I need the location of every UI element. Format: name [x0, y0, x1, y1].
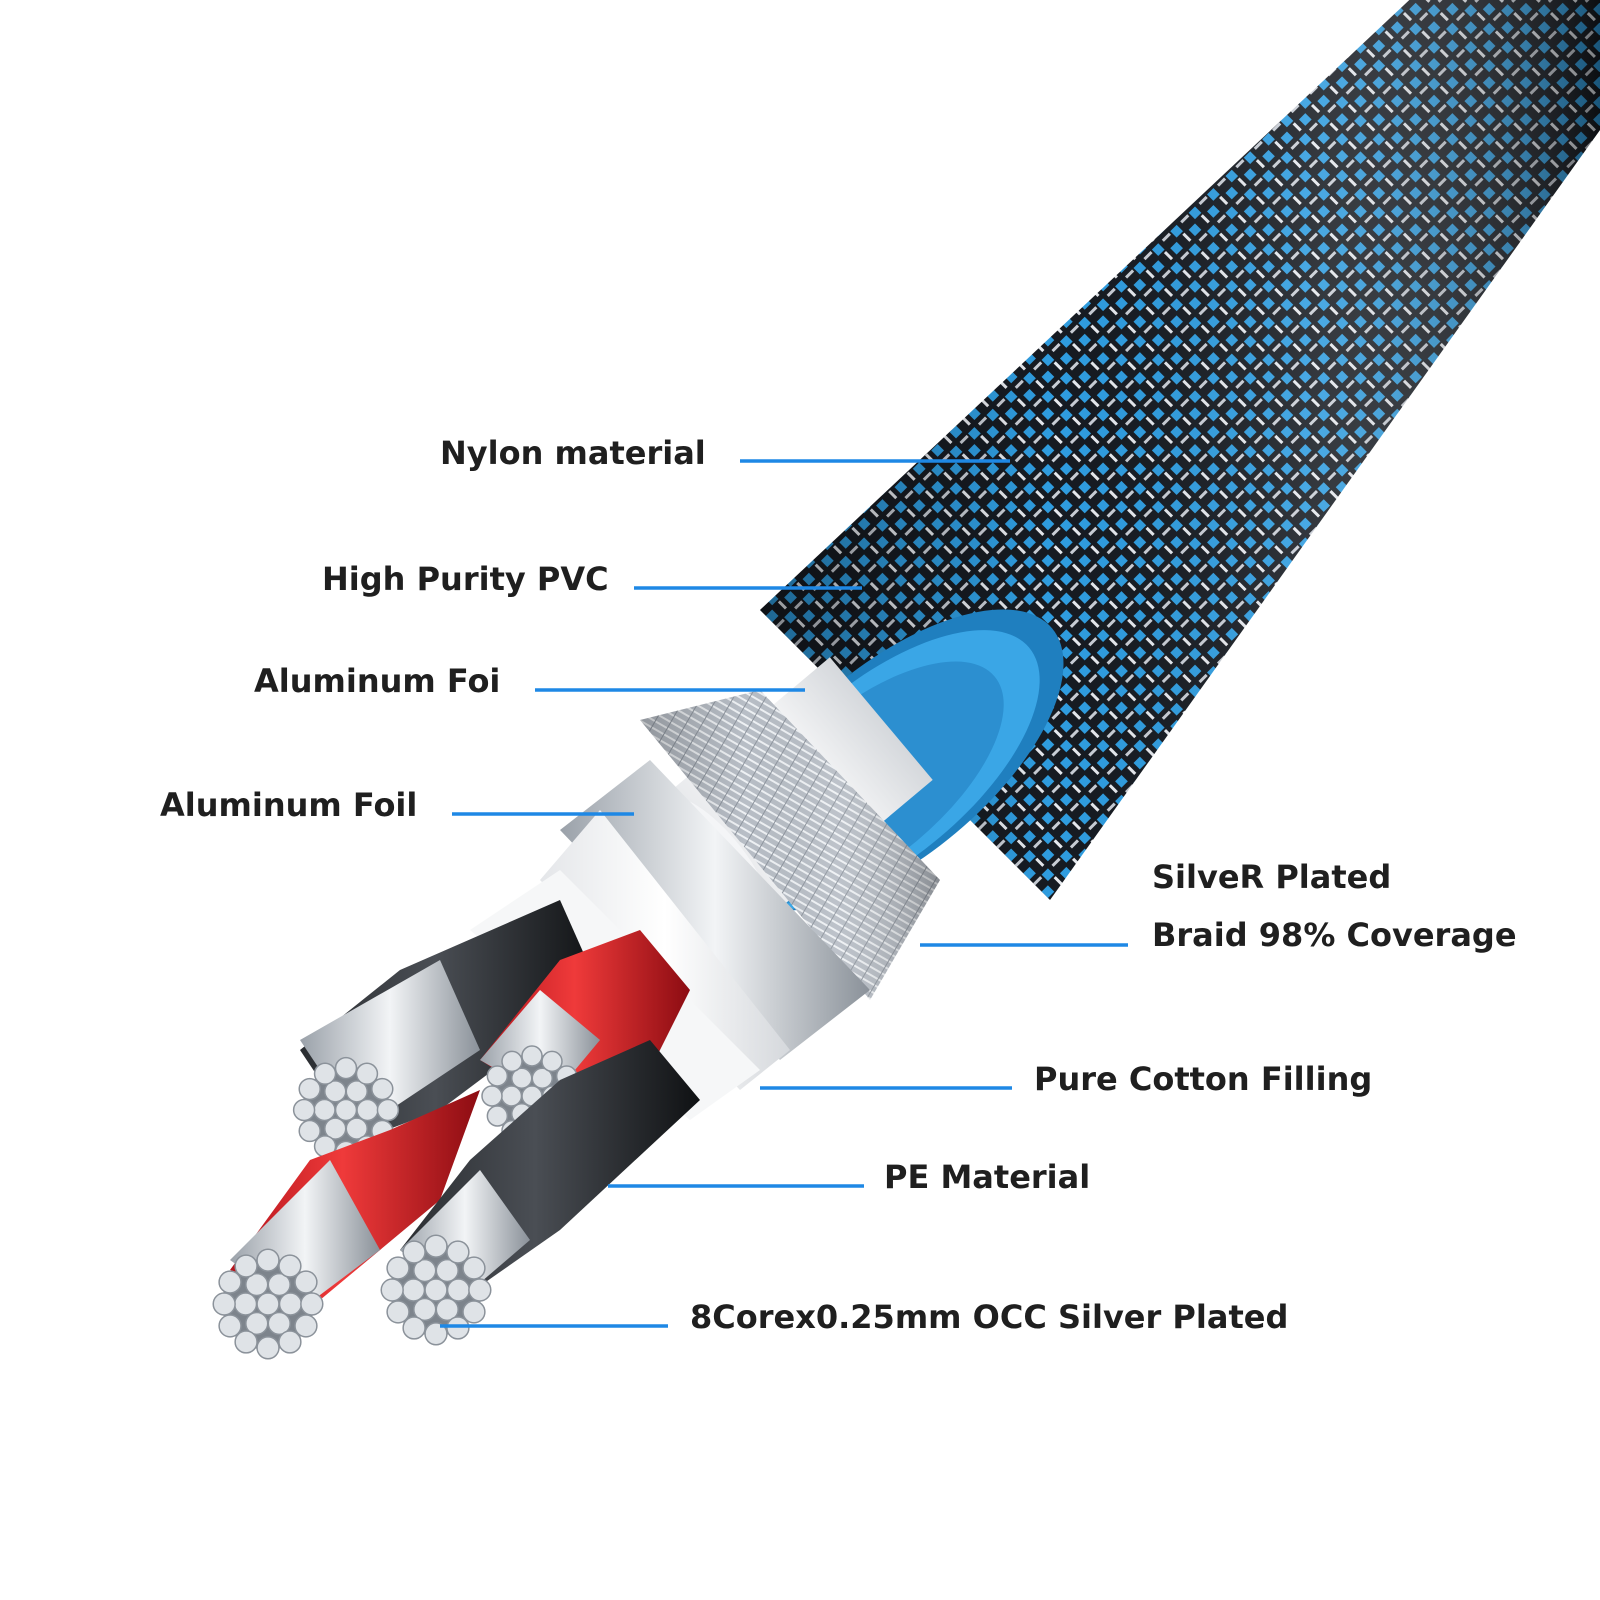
wire-strand [487, 1106, 507, 1126]
wire-strand [447, 1241, 469, 1263]
label-pe-material: PE Material [884, 1158, 1090, 1196]
wire-strand [463, 1301, 485, 1323]
wire-strand [448, 1279, 470, 1301]
wire-strand [447, 1317, 469, 1339]
wire-strand [299, 1120, 320, 1141]
wire-strand [356, 1063, 377, 1084]
wire-strand [502, 1051, 522, 1071]
label-silver-plated-line2: Braid 98% Coverage [1152, 916, 1517, 954]
label-occ-conductor: 8Corex0.25mm OCC Silver Plated [690, 1298, 1288, 1336]
wire-strand [295, 1315, 317, 1337]
wire-strand [336, 1100, 357, 1121]
label-high-purity-pvc: High Purity PVC [322, 560, 609, 598]
wire-strand [219, 1271, 241, 1293]
wire-strand [336, 1058, 357, 1079]
wire-strand [213, 1293, 235, 1315]
wire-strand [315, 1063, 336, 1084]
wire-strand [403, 1317, 425, 1339]
wire-strand [522, 1046, 542, 1066]
wire-strand [387, 1257, 409, 1279]
wire-strand [235, 1255, 257, 1277]
label-aluminum-foil-outer: Aluminum Foi [254, 662, 500, 700]
wire-strand [219, 1315, 241, 1337]
wire-strand [387, 1301, 409, 1323]
wire-strand [279, 1331, 301, 1353]
wire-strand [403, 1279, 425, 1301]
label-pure-cotton-filling: Pure Cotton Filling [1034, 1060, 1372, 1098]
wire-strand [279, 1255, 301, 1277]
wire-strand [295, 1271, 317, 1293]
wire-strand [463, 1257, 485, 1279]
wire-strand [257, 1293, 279, 1315]
wire-strand [257, 1249, 279, 1271]
wire-strand [299, 1079, 320, 1100]
wire-strand [403, 1241, 425, 1263]
wire-strand [357, 1100, 378, 1121]
wire-strand [381, 1279, 403, 1301]
wire-strand [425, 1279, 447, 1301]
wire-strand [425, 1235, 447, 1257]
wire-strand [314, 1100, 335, 1121]
wire-strand [482, 1086, 502, 1106]
wire-strand [372, 1079, 393, 1100]
wire-strand [235, 1293, 257, 1315]
wire-strand [469, 1279, 491, 1301]
wire-strand [294, 1100, 315, 1121]
label-aluminum-foil-inner: Aluminum Foil [160, 786, 417, 824]
wire-strand [257, 1337, 279, 1359]
wire-strand [502, 1086, 522, 1106]
label-nylon-material: Nylon material [440, 434, 706, 472]
wire-strand [235, 1331, 257, 1353]
wire-strand [377, 1100, 398, 1121]
wire-strand [542, 1051, 562, 1071]
wire-strand [301, 1293, 323, 1315]
wire-strand [280, 1293, 302, 1315]
label-silver-plated-line1: SilveR Plated [1152, 858, 1391, 896]
wire-strand [487, 1066, 507, 1086]
